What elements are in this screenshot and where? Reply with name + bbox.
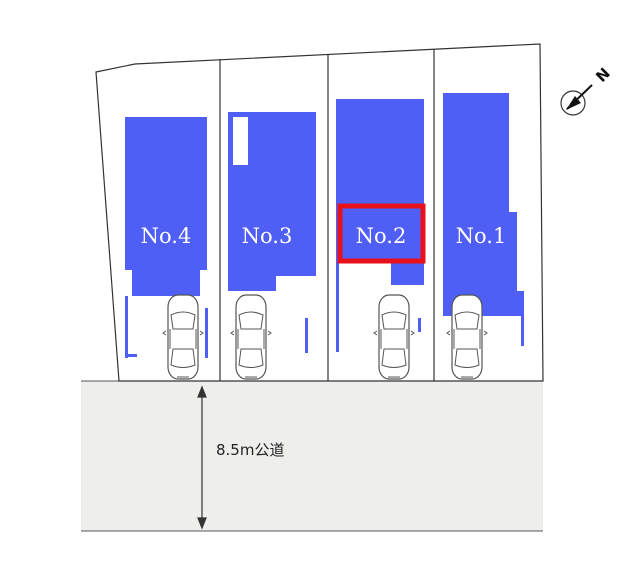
lot-3-building [228, 112, 316, 291]
road-area [81, 381, 543, 531]
lot-3-notch [233, 117, 248, 165]
lot-1-notch [487, 292, 524, 316]
lot-4-fence-side [205, 308, 208, 358]
car-lot-2-icon [373, 294, 415, 380]
lot-1-label: No.1 [456, 224, 507, 248]
lot-3-label: No.3 [242, 224, 293, 248]
lot-3[interactable]: No.3 [228, 112, 316, 353]
lot-1-building [443, 93, 524, 316]
lot-3-fence [305, 318, 308, 353]
lot-2-fence [336, 262, 339, 352]
compass-letter: N [592, 64, 614, 86]
car-lot-4-icon [162, 294, 204, 380]
lot-2-building [336, 99, 424, 285]
road-width-dimension [197, 385, 207, 530]
lot-2-label: No.2 [356, 224, 407, 248]
site-boundary [95, 43, 544, 382]
road-label: 8.5m公道 [216, 441, 284, 459]
lot-2-fence-side [418, 318, 421, 332]
lot-2-highlight-frame [337, 203, 426, 264]
lot-dividers [219, 49, 435, 381]
lot-1-fence [521, 316, 524, 346]
car-lot-3-icon [230, 294, 272, 380]
lot-4-building [125, 117, 207, 296]
lot-4-fence [125, 296, 128, 358]
lot-2[interactable]: No.2 [336, 99, 426, 352]
lot-4[interactable]: No.4 [125, 117, 208, 358]
lot-4-fence-base [125, 354, 137, 357]
lot-4-label: No.4 [141, 224, 192, 248]
north-arrow-icon: N [560, 64, 614, 116]
car-lot-1-icon [446, 294, 488, 380]
lot-1[interactable]: No.1 [443, 93, 524, 346]
